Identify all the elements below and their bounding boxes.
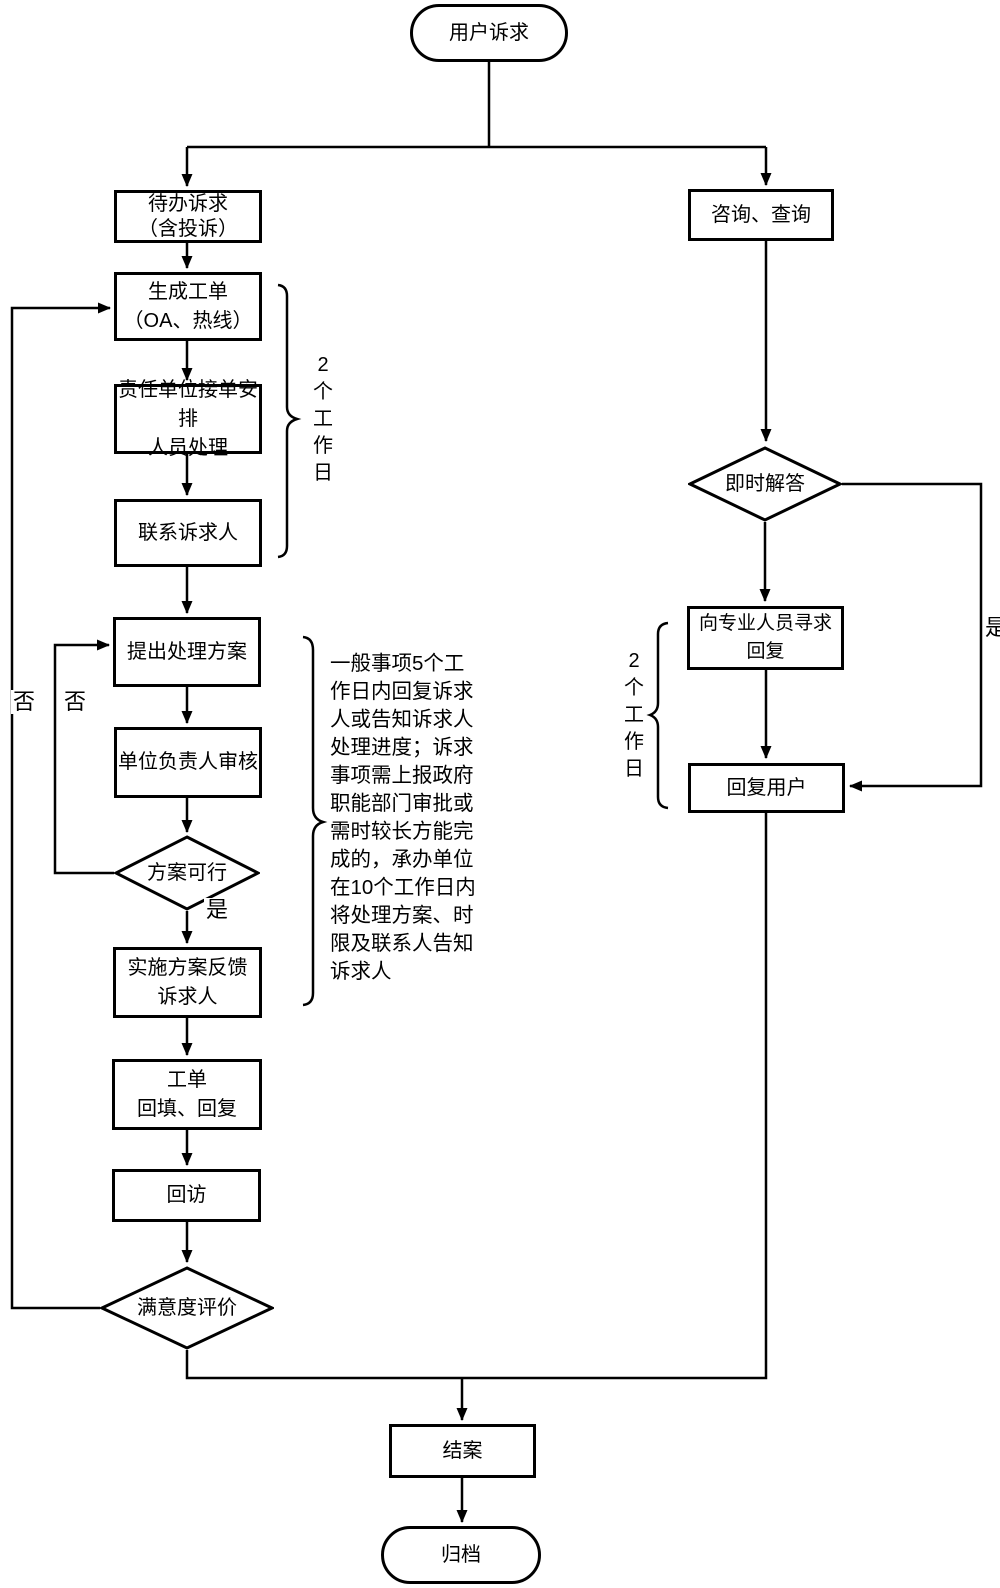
node-ticket-fill-reply: 工单 回填、回复 xyxy=(112,1059,262,1130)
node-contact-appellant: 联系诉求人 xyxy=(114,499,262,567)
node-generate-ticket: 生成工单 （OA、热线） xyxy=(114,272,262,341)
diamond-label: 方案可行 xyxy=(147,861,227,884)
node-leader-review: 单位负责人审核 xyxy=(114,727,262,798)
node-consult-query: 咨询、查询 xyxy=(688,189,834,241)
edge-instant-yes xyxy=(842,482,983,792)
node-pending-appeal: 待办诉求 （含投诉） xyxy=(114,190,262,243)
edge-merge xyxy=(185,813,768,1380)
node-implement-feedback: 实施方案反馈 诉求人 xyxy=(113,947,262,1018)
node-close-case: 结案 xyxy=(389,1424,536,1478)
diamond-shape xyxy=(100,1266,274,1350)
diamond-label: 满意度评价 xyxy=(137,1296,237,1319)
node-revisit: 回访 xyxy=(112,1169,261,1222)
node-seek-professional-reply: 向专业人员寻求回复 xyxy=(687,606,844,670)
edge-feasible-no-loop xyxy=(53,639,114,875)
label-satisfaction-no: 否 xyxy=(11,689,38,714)
diamond-shape xyxy=(114,835,260,911)
node-plan-feasible-decision: 方案可行 xyxy=(114,835,260,911)
node-satisfaction-decision: 满意度评价 xyxy=(100,1266,274,1350)
edge-satisfaction-no-loop xyxy=(10,302,111,1310)
label-duration-left: 2 个 工 作 日 xyxy=(313,354,333,484)
brace-left-duration xyxy=(277,283,302,559)
diamond-shape xyxy=(688,446,842,522)
annotation-processing-rules: 一般事项5个工 作日内回复诉求 人或告知诉求人 处理进度；诉求 事项需上报政府 … xyxy=(330,652,476,983)
label-feasible-no: 否 xyxy=(62,689,89,714)
brace-annotation xyxy=(302,635,328,1007)
label-duration-right: 2 个 工 作 日 xyxy=(624,650,644,780)
node-assign-handler: 责任单位接单安排 人员处理 xyxy=(114,379,262,459)
node-reply-user: 回复用户 xyxy=(688,763,845,813)
node-start: 用户诉求 xyxy=(410,4,568,62)
brace-right-duration xyxy=(646,621,669,810)
label-feasible-yes: 是 xyxy=(204,897,231,922)
node-propose-plan: 提出处理方案 xyxy=(113,617,261,687)
node-archive: 归档 xyxy=(381,1526,541,1584)
node-instant-answer-decision: 即时解答 xyxy=(688,446,842,522)
label-instant-yes: 是 xyxy=(983,616,1000,640)
diamond-label: 即时解答 xyxy=(725,472,805,495)
